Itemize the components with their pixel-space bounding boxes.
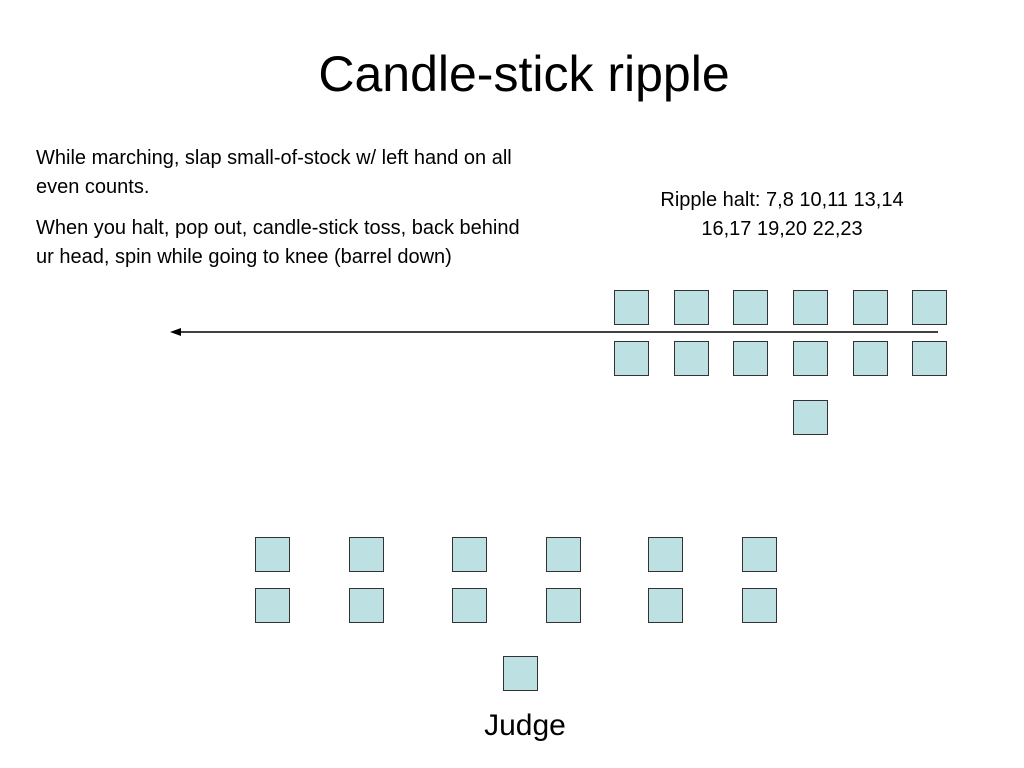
slide-title: Candle-stick ripple [318,46,730,102]
marcher-square [853,290,888,325]
marcher-square [349,588,384,623]
judge-label: Judge [484,709,566,742]
marcher-square [648,537,683,572]
ripple-halt-counts: Ripple halt: 7,8 10,11 13,14 16,17 19,20… [598,186,966,244]
marcher-square [733,290,768,325]
marcher-square [793,341,828,376]
marcher-square [912,290,947,325]
marcher-square [742,537,777,572]
note-halt: When you halt, pop out, candle-stick tos… [36,217,520,268]
ripple-halt-line-2: 16,17 19,20 22,23 [701,218,863,240]
marcher-square [733,341,768,376]
marcher-square [674,290,709,325]
marcher-square [614,290,649,325]
marcher-square [255,588,290,623]
instructions: While marching, slap small-of-stock w/ l… [36,144,526,284]
ripple-halt-line-1: Ripple halt: 7,8 10,11 13,14 [660,189,904,211]
commander-square [793,400,828,435]
marcher-square [793,290,828,325]
marcher-square [255,537,290,572]
marcher-square [674,341,709,376]
marcher-square [546,537,581,572]
marcher-square [452,537,487,572]
marcher-square [853,341,888,376]
marcher-square [349,537,384,572]
judge-square [503,656,538,691]
marcher-square [648,588,683,623]
marcher-square [452,588,487,623]
marcher-square [614,341,649,376]
note-marching: While marching, slap small-of-stock w/ l… [36,147,512,198]
arrow-head [170,328,181,336]
marcher-square [912,341,947,376]
marcher-square [546,588,581,623]
marcher-square [742,588,777,623]
